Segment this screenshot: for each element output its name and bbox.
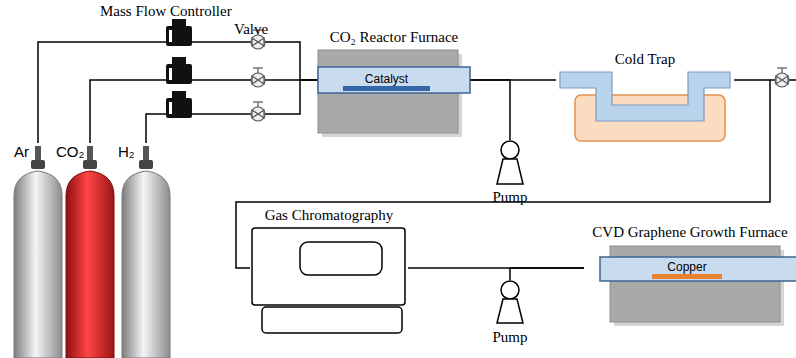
valve-symbol [777, 67, 787, 68]
node-label: H₂ [118, 143, 135, 161]
cold-trap-vessel [560, 72, 730, 141]
valve-symbol [252, 76, 264, 84]
mass-flow-controller [172, 57, 186, 66]
pump-symbol [497, 159, 523, 184]
gas-cylinder [14, 171, 62, 358]
gas-cylinder [14, 146, 170, 358]
node-label: Copper [667, 260, 706, 274]
furnace-body [318, 50, 470, 137]
gas-chromatograph [300, 242, 382, 275]
cvd-furnace: CVD Graphene Growth FurnaceCopper [584, 223, 796, 323]
gas-line [38, 42, 318, 143]
cold-trap: Cold Trap [556, 50, 734, 142]
gas-cylinder: H₂ [114, 143, 170, 355]
valve-symbol [776, 76, 788, 84]
part-label: Valve [234, 20, 268, 38]
pump-symbol [501, 141, 519, 159]
gas-cylinder: Ar [8, 143, 54, 355]
node-label: Cold Trap [615, 50, 675, 68]
catalyst-boat: Catalyst [343, 68, 430, 91]
gas-line [146, 80, 318, 143]
gas-chromatograph: Gas Chromatography [250, 206, 408, 334]
valve-symbol [251, 35, 265, 49]
valve-symbol [775, 73, 789, 87]
node-label: CO₂ Reactor Furnace [330, 28, 459, 46]
gas-cylinder [122, 171, 170, 358]
pump: Pump [489, 280, 531, 346]
pump: Pump [489, 140, 531, 206]
mass-flow-controller [172, 19, 186, 28]
gas-chromatograph [252, 228, 405, 305]
furnace-body [600, 246, 796, 326]
valve-symbol [253, 67, 263, 68]
gas-cylinder [66, 171, 114, 358]
gas-line [510, 268, 584, 280]
pump-symbol [497, 141, 523, 323]
gas-cylinder [83, 160, 97, 169]
mass-flow-controller [169, 68, 172, 80]
valve-symbol [251, 30, 265, 121]
node-label: Pump [492, 188, 527, 206]
gas-chromatograph [262, 307, 402, 333]
pump-symbol [501, 281, 519, 299]
valve-symbol [775, 68, 789, 87]
mass-flow-controller [169, 30, 172, 42]
valve-symbol [257, 68, 258, 73]
valve-symbol [252, 110, 264, 118]
gas-cylinder [31, 160, 45, 169]
gas-line [90, 80, 318, 143]
node-label: CO₂ [56, 143, 84, 161]
furnace-body [600, 257, 796, 281]
node-label: Catalyst [365, 72, 408, 86]
gas-line [470, 80, 510, 140]
furnace-body [318, 67, 470, 93]
node-label: Pump [492, 328, 527, 346]
valve-symbol [251, 73, 265, 87]
valve-symbol [253, 101, 263, 102]
mass-flow-controller [169, 102, 172, 114]
valve-symbol [251, 107, 265, 121]
gas-cylinder [139, 160, 153, 169]
part-label: Mass Flow Controller [100, 2, 232, 20]
mass-flow-controller [166, 98, 192, 118]
valve-symbol [252, 38, 264, 46]
valve-symbol [257, 102, 258, 107]
node-label: Ar [14, 143, 29, 161]
mass-flow-controller [172, 91, 186, 100]
mass-flow-controller [166, 64, 192, 84]
gas-cylinder [35, 146, 41, 162]
gas-cylinder [87, 146, 93, 162]
node-label: Gas Chromatography [265, 206, 394, 224]
node-label: CVD Graphene Growth Furnace [592, 223, 787, 241]
mass-flow-controller [166, 26, 192, 46]
gas-cylinder [143, 146, 149, 162]
reactor-furnace: CO₂ Reactor FurnaceCatalyst [318, 28, 470, 134]
copper-foil: Copper [652, 257, 722, 279]
cold-trap-vessel [560, 72, 730, 121]
valve-symbol [781, 68, 782, 73]
mass-flow-controller [166, 19, 192, 118]
gas-cylinder: CO₂ [54, 143, 114, 355]
gas-chromatograph [252, 228, 405, 333]
pump-symbol [497, 299, 523, 323]
